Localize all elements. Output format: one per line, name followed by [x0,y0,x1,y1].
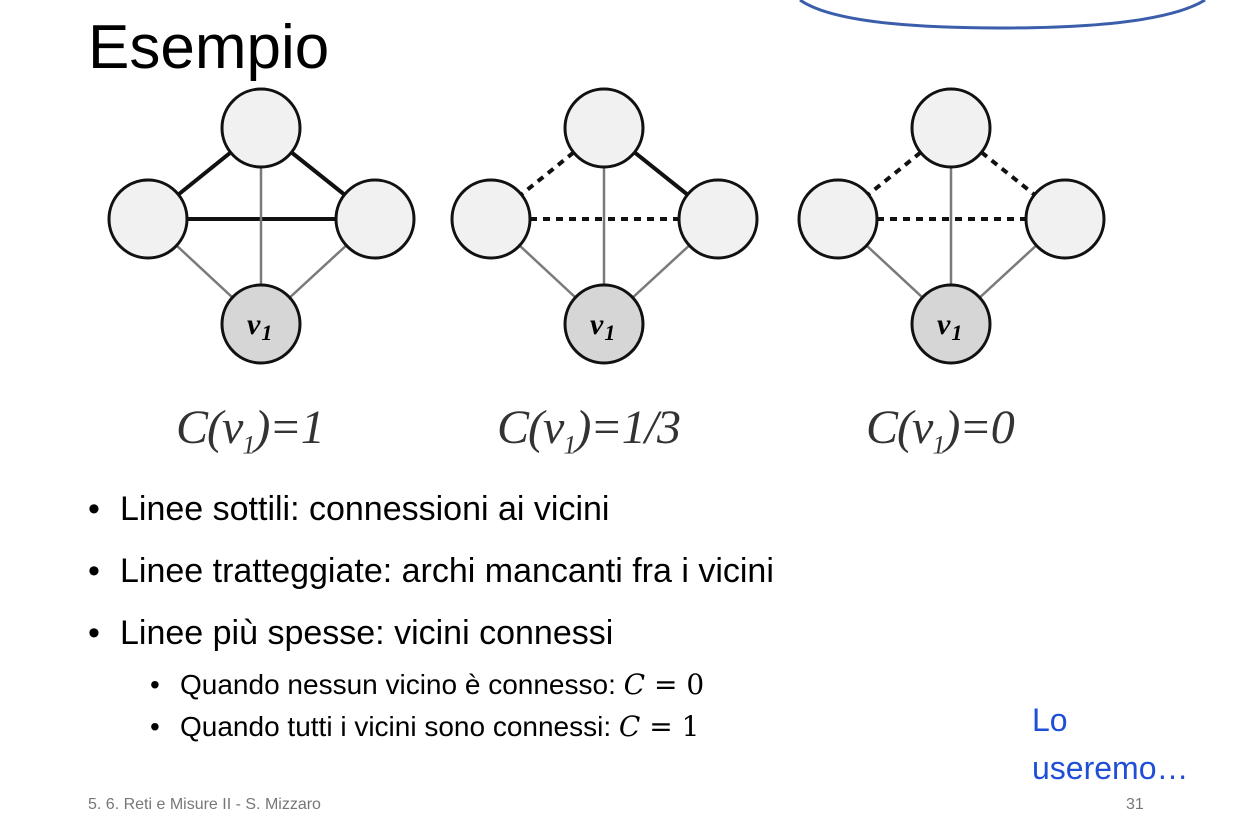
note-text: Lo useremo… [1032,702,1189,786]
graph-full: v1 [107,87,416,365]
node-label-v1: v1 [937,308,962,345]
slide-title: Esempio [88,13,330,82]
coefficient-graph-1: C(v1)=1 [176,401,325,460]
callout-shape [799,0,1206,30]
bullet-thick-lines: Linee più spesse: vicini connessi [88,602,774,664]
node-label-v1: v1 [247,308,272,345]
sub-bullet-none-connected: Quando nessun vicino è connesso: C = 0 [150,664,774,706]
bullet-thin-lines: Linee sottili: connessioni ai vicini [88,478,774,540]
coefficient-graph-2: C(v1)=1/3 [497,401,681,460]
node-label-v1: v1 [590,308,615,345]
sub-bullet-all-connected: Quando tutti i vicini sono connessi: C =… [150,706,774,748]
clustering-diagrams: v1 v1 v1 [107,87,1106,365]
bullet-dashed-lines: Linee tratteggiate: archi mancanti fra i… [88,540,774,602]
page-number: 31 [1126,796,1144,813]
bullet-list: Linee sottili: connessioni ai vicini Lin… [88,478,774,748]
coefficient-graph-3: C(v1)=0 [866,401,1015,460]
graph-partial: v1 [450,87,759,365]
graph-empty: v1 [797,87,1106,365]
footer-text: 5. 6. Reti e Misure II - S. Mizzaro [88,796,321,813]
